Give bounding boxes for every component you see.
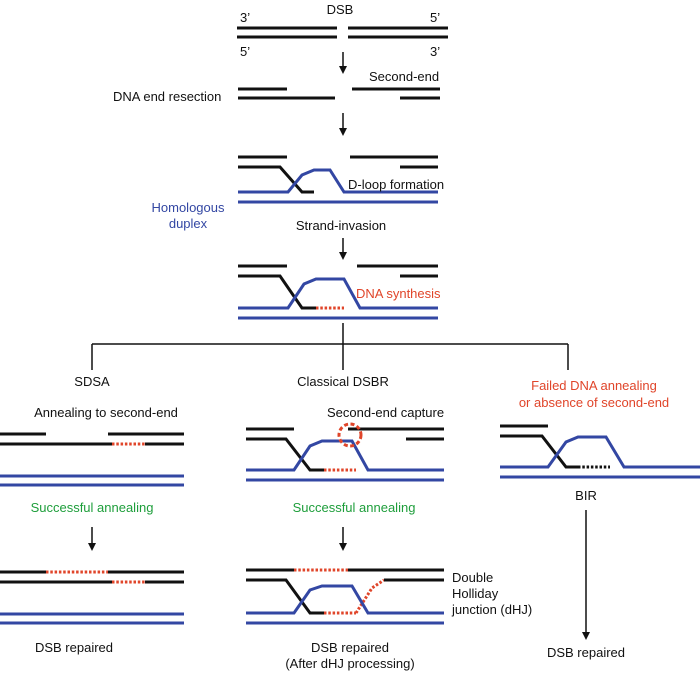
sdsa-column: SDSA Annealing to second-end Successful …: [0, 374, 184, 655]
dhj-label-1: Double: [452, 570, 493, 585]
dhj-label-3: junction (dHJ): [451, 602, 532, 617]
bir-blue-top: [500, 435, 700, 469]
dhj-label-2: Holliday: [452, 586, 499, 601]
bir-column: Failed DNA annealing or absence of secon…: [500, 378, 700, 660]
sdsa-success-label: Successful annealing: [31, 500, 154, 515]
dloop-invading-strand: [238, 165, 314, 194]
second-end-label: Second-end: [369, 69, 439, 84]
failed-annealing-label-1: Failed DNA annealing: [531, 378, 657, 393]
end-3-left-label: 3’: [240, 10, 250, 25]
dhj-new-crossover: [354, 578, 385, 614]
end-3-right-label: 3’: [430, 44, 440, 59]
dloop-step: D-loop formation Homologous duplex Stran…: [152, 155, 444, 260]
sdsa-title: SDSA: [74, 374, 110, 389]
syn-blue-top: [238, 277, 438, 310]
dsbr-blue-top: [246, 439, 444, 472]
failed-annealing-label-2: or absence of second-end: [519, 395, 669, 410]
second-end-capture-label: Second-end capture: [327, 405, 444, 420]
dsbr-repaired-label-2: (After dHJ processing): [285, 656, 414, 671]
homologous-label-1: Homologous: [152, 200, 225, 215]
syn-invading-strand: [238, 274, 316, 310]
dna-synthesis-label: DNA synthesis: [356, 286, 441, 301]
strand-invasion-label: Strand-invasion: [296, 218, 386, 233]
capture-highlight-circle: [337, 422, 363, 448]
dhj-blue-top: [246, 584, 444, 615]
sdsa-repaired-label: DSB repaired: [35, 640, 113, 655]
dsb-step: DSB 3’ 5’ 5’ 3’: [237, 2, 448, 74]
homologous-label-2: duplex: [169, 216, 208, 231]
dloop-label: D-loop formation: [348, 177, 444, 192]
resection-step: DNA end resection Second-end: [113, 69, 440, 136]
branch-connector: [91, 323, 569, 370]
sdsa-annealing-label: Annealing to second-end: [34, 405, 178, 420]
end-5-left-label: 5’: [240, 44, 250, 59]
dloop-blue-top: [238, 168, 438, 194]
end-5-right-label: 5’: [430, 10, 440, 25]
bir-title: BIR: [575, 488, 597, 503]
synthesis-step: DNA synthesis: [238, 264, 441, 320]
dhj-invading-strand: [246, 578, 324, 615]
dsb-label: DSB: [327, 2, 354, 17]
dsbr-success-label: Successful annealing: [293, 500, 416, 515]
dsbr-column: Classical DSBR Second-end capture Succes…: [246, 374, 532, 671]
dsbr-repaired-label-1: DSB repaired: [311, 640, 389, 655]
bir-invading-strand: [500, 434, 578, 469]
dsbr-invading-strand: [246, 437, 324, 472]
dsbr-title: Classical DSBR: [297, 374, 389, 389]
bir-repaired-label: DSB repaired: [547, 645, 625, 660]
resection-label: DNA end resection: [113, 89, 221, 104]
